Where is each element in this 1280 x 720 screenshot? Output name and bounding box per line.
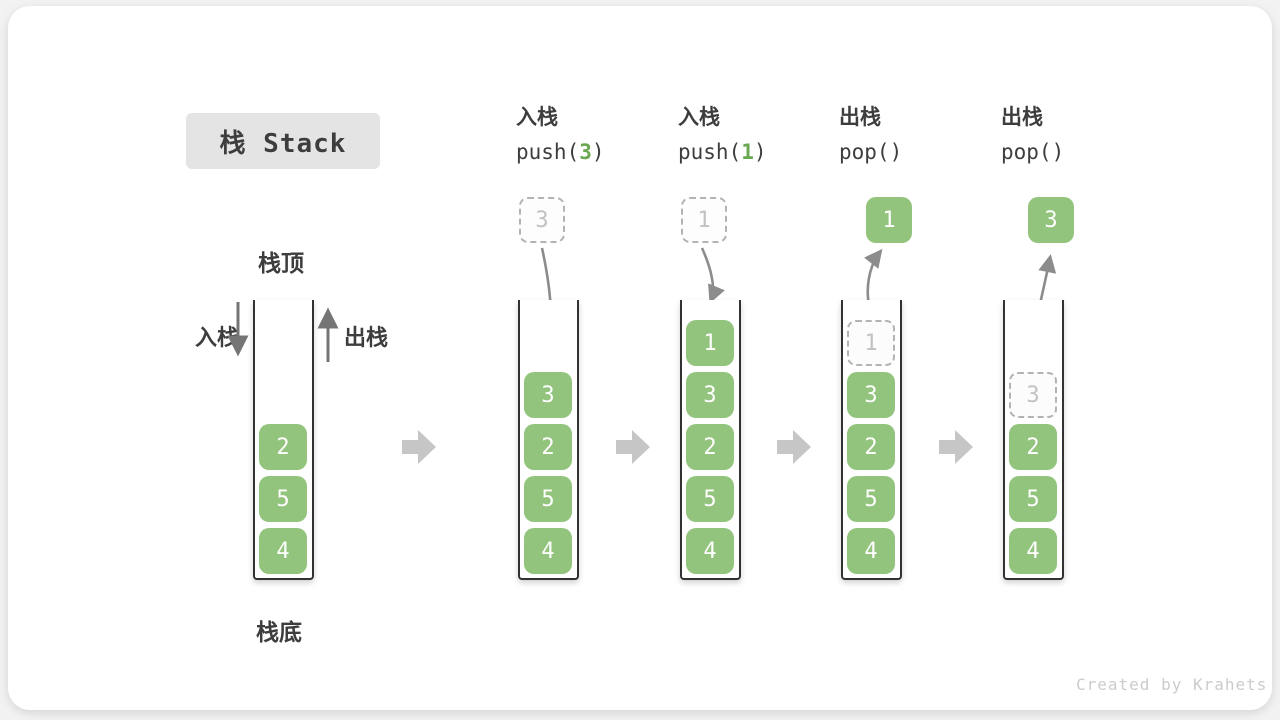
stack-block: 5 (259, 476, 307, 522)
ghost-block: 1 (847, 320, 895, 366)
stack-block: 3 (524, 372, 572, 418)
stack-block: 4 (259, 528, 307, 574)
next-step-arrow-icon (402, 429, 436, 465)
step-header: 入栈 push(1) (678, 106, 828, 164)
step-header: 入栈 push(3) (516, 106, 666, 164)
code-post: ) (1051, 140, 1065, 164)
step-header: 出栈 pop() (839, 106, 989, 164)
pop-side-label: 出栈 (344, 325, 389, 350)
stack-block: 5 (686, 476, 734, 522)
step-header-label: 入栈 (678, 106, 720, 129)
pushing-element: 3 (519, 197, 565, 243)
code-post: ) (591, 140, 605, 164)
step-header-label: 出栈 (1001, 106, 1043, 129)
step-header-code: push(1) (678, 140, 828, 164)
next-step-arrow-icon (777, 429, 811, 465)
stack-bottom-label: 栈底 (256, 619, 302, 645)
step-header-code: pop() (839, 140, 989, 164)
next-step-arrow-icon (616, 429, 650, 465)
next-step-arrow-icon (939, 429, 973, 465)
stack-block: 1 (686, 320, 734, 366)
step-header-code: pop() (1001, 140, 1151, 164)
code-arg: 3 (579, 140, 592, 164)
step-header-label: 入栈 (516, 106, 558, 129)
step-header-label: 出栈 (839, 106, 881, 129)
code-pre: push( (678, 140, 742, 164)
popped-element: 1 (866, 197, 912, 243)
stack-block: 2 (259, 424, 307, 470)
stack-top-label: 栈顶 (258, 250, 304, 276)
stack-block: 4 (686, 528, 734, 574)
popped-element: 3 (1028, 197, 1074, 243)
step-header: 出栈 pop() (1001, 106, 1151, 164)
diagram-title: 栈 Stack (219, 128, 347, 159)
stack-block: 3 (847, 372, 895, 418)
code-pre: push( (516, 140, 580, 164)
stack-block: 2 (686, 424, 734, 470)
stack-block: 2 (1009, 424, 1057, 470)
code-pre: pop( (1001, 140, 1052, 164)
watermark: Created by Krahets (1076, 675, 1268, 694)
pushing-element: 1 (681, 197, 727, 243)
stack-block: 5 (847, 476, 895, 522)
stack-block: 2 (524, 424, 572, 470)
code-arg: 1 (741, 140, 754, 164)
step-header-code: push(3) (516, 140, 666, 164)
ghost-block: 3 (1009, 372, 1057, 418)
diagram-title-box: 栈 Stack (186, 113, 380, 169)
stack-block: 4 (847, 528, 895, 574)
push-side-label: 入栈 (195, 325, 240, 350)
stack-block: 5 (1009, 476, 1057, 522)
code-pre: pop( (839, 140, 890, 164)
stack-block: 4 (1009, 528, 1057, 574)
stack-block: 3 (686, 372, 734, 418)
stack-block: 2 (847, 424, 895, 470)
code-post: ) (889, 140, 903, 164)
stack-block: 4 (524, 528, 572, 574)
push-1-curved-arrow (700, 247, 725, 304)
code-post: ) (753, 140, 767, 164)
stack-block: 5 (524, 476, 572, 522)
